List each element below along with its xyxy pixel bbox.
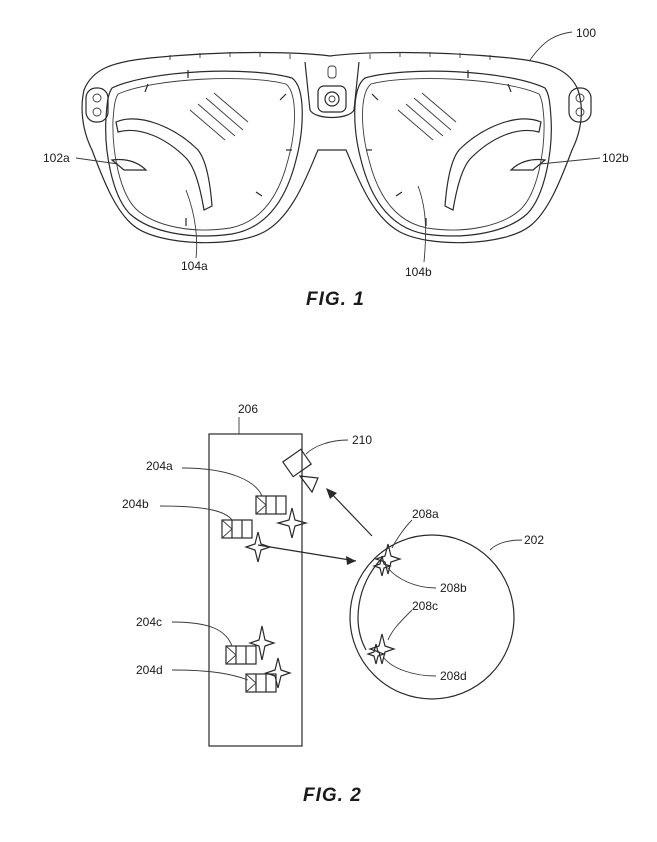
label-206: 206 <box>238 402 258 416</box>
label-100: 100 <box>576 26 596 40</box>
hinge-sensor-right-icon <box>568 87 592 123</box>
glint-208c-icon <box>368 633 396 665</box>
label-208d: 208d <box>440 669 467 683</box>
light-guide-left <box>110 158 148 171</box>
emitter-204c-icon <box>225 645 257 665</box>
bridge-camera-icon <box>317 65 347 113</box>
label-210: 210 <box>352 433 372 447</box>
fig2-caption: FIG. 2 <box>303 785 362 806</box>
label-208b: 208b <box>440 581 467 595</box>
label-208a: 208a <box>412 507 439 521</box>
sparkle-icon <box>248 625 276 661</box>
glasses-frame-outer <box>81 51 582 244</box>
hinge-sensor-left-icon <box>85 87 109 123</box>
label-102a: 102a <box>43 151 70 165</box>
label-204a: 204a <box>146 459 173 473</box>
sparkle-icon <box>275 507 309 539</box>
fig1-caption: FIG. 1 <box>306 289 365 310</box>
sparkle-icon <box>244 531 272 563</box>
label-204d: 204d <box>136 663 163 677</box>
glint-208b-icon <box>372 555 392 577</box>
label-204b: 204b <box>122 497 149 511</box>
glint-208d-icon <box>366 643 386 665</box>
emitter-204b-icon <box>221 519 253 539</box>
light-ray-to-camera <box>326 488 373 537</box>
label-102b: 102b <box>602 151 629 165</box>
lens-right-outline <box>354 70 552 237</box>
label-208c: 208c <box>412 599 438 613</box>
label-104a: 104a <box>181 259 208 273</box>
light-guide-right <box>509 158 547 171</box>
label-104b: 104b <box>405 265 432 279</box>
emitter-204a-icon <box>255 495 287 515</box>
sparkle-icon <box>264 657 292 689</box>
eye-202 <box>349 534 515 700</box>
lens-block-206 <box>208 433 303 747</box>
label-204c: 204c <box>136 615 162 629</box>
emitter-204d-icon <box>245 673 277 693</box>
label-202: 202 <box>524 533 544 547</box>
glasses-drawing <box>75 31 601 263</box>
lens-left-outline <box>105 70 303 237</box>
camera-210-icon <box>281 448 319 494</box>
light-ray-to-eye <box>257 544 357 565</box>
